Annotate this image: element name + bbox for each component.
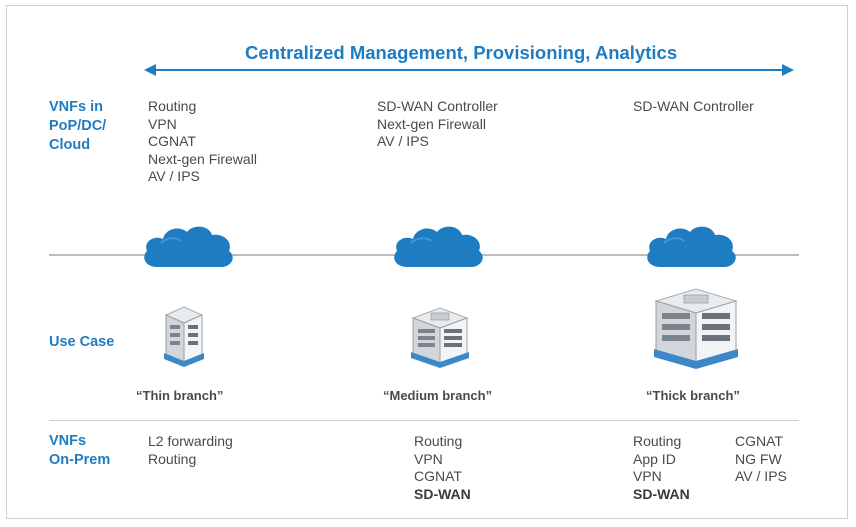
list-item: SD-WAN Controller [377, 98, 498, 114]
list-item-highlight: SD-WAN [414, 485, 471, 502]
list-item: AV / IPS [148, 168, 200, 184]
cloud-vnfs-label-line-3: Cloud [49, 137, 91, 153]
list-item: Routing [148, 450, 197, 467]
thin-branch-cloud-vnf-list: Routing VPN CGNAT Next-gen Firewall AV /… [148, 98, 257, 186]
use-case-label: Use Case [49, 334, 115, 350]
list-item: Routing [148, 98, 197, 114]
medium-branch-building-icon [411, 307, 469, 368]
thin-branch-label: “Thin branch” [136, 388, 224, 403]
list-item: Next-gen Firewall [148, 150, 257, 167]
list-item: CGNAT [735, 433, 783, 449]
thin-branch-onprem-vnf-list: L2 forwarding Routing [148, 433, 233, 468]
list-item: Routing [633, 433, 682, 449]
list-item: NG FW [735, 450, 782, 467]
list-item-highlight: SD-WAN [633, 485, 690, 502]
thin-branch-building-icon [164, 306, 204, 367]
medium-branch-label: “Medium branch” [383, 388, 493, 403]
thick-branch-label: “Thick branch” [646, 388, 740, 403]
list-item: Routing [414, 433, 463, 449]
list-item: App ID [633, 450, 676, 467]
thick-branch-building-icon [654, 288, 738, 369]
section-divider [49, 420, 799, 421]
list-item: AV / IPS [377, 133, 429, 149]
cloud-icon [394, 226, 483, 267]
list-item: CGNAT [414, 468, 462, 484]
cloud-vnfs-row-label: VNFs in PoP/DC/ Cloud [49, 98, 106, 155]
thick-branch-cloud-vnf-list: SD-WAN Controller [633, 98, 754, 116]
list-item: SD-WAN Controller [633, 98, 754, 114]
thick-branch-onprem-vnf-list: Routing App ID VPN SD-WAN [633, 433, 690, 503]
onprem-vnfs-row-label: VNFs On-Prem [49, 432, 110, 470]
list-item: VPN [414, 450, 443, 467]
list-item: CGNAT [148, 133, 196, 149]
list-item: VPN [148, 115, 177, 132]
list-item: L2 forwarding [148, 433, 233, 449]
medium-branch-cloud-vnf-list: SD-WAN Controller Next-gen Firewall AV /… [377, 98, 498, 151]
onprem-label-line-2: On-Prem [49, 452, 111, 468]
medium-branch-onprem-vnf-list: Routing VPN CGNAT SD-WAN [414, 433, 471, 503]
cloud-vnfs-label-line-1: VNFs in [49, 99, 103, 115]
diagram-title: Centralized Management, Provisioning, An… [245, 42, 678, 63]
cloud-vnfs-label-line-2: PoP/DC/ [49, 118, 107, 134]
cloud-icon [144, 226, 233, 267]
thick-branch-onprem-vnf-list-right: CGNAT NG FW AV / IPS [735, 433, 787, 486]
list-item: VPN [633, 468, 662, 484]
double-arrow-icon [144, 64, 794, 76]
cloud-icon [647, 226, 736, 267]
list-item: Next-gen Firewall [377, 115, 486, 132]
list-item: AV / IPS [735, 468, 787, 484]
onprem-label-line-1: VNFs [49, 433, 87, 449]
